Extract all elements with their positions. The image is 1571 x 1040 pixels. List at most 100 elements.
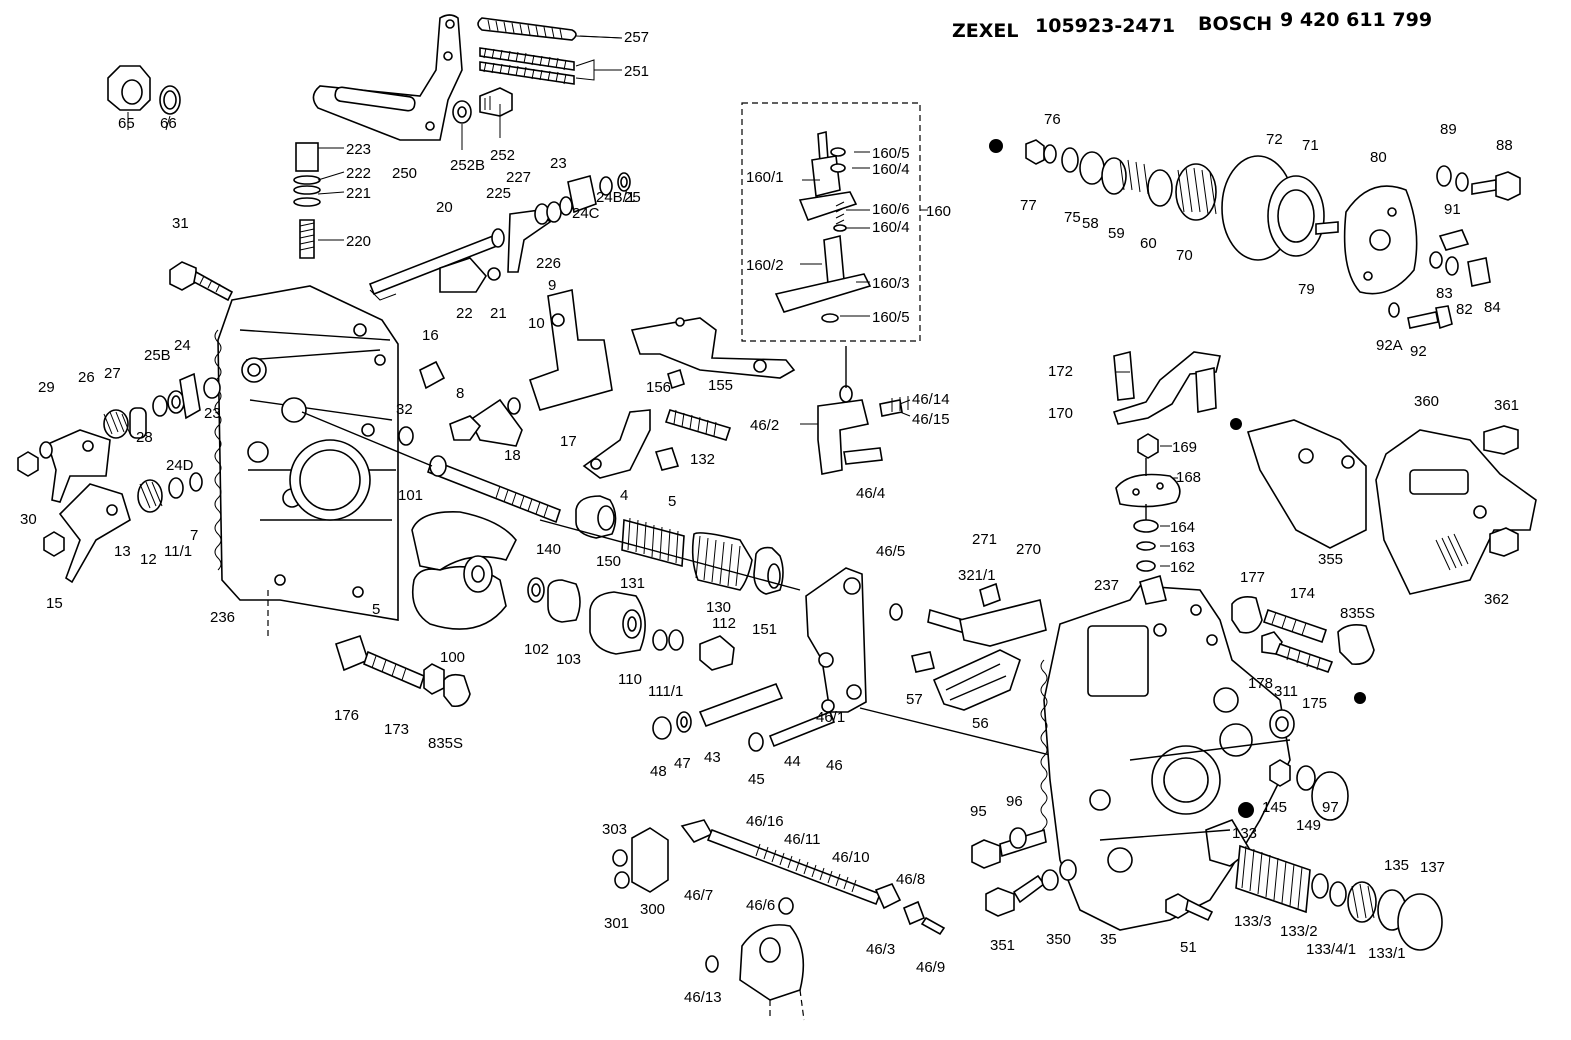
part-label: 362	[1484, 591, 1509, 608]
part-label: 91	[1444, 201, 1461, 218]
part-label: 13	[114, 543, 131, 560]
part-label: 29	[38, 379, 55, 396]
part-label: 12	[140, 551, 157, 568]
part-label: 156	[646, 379, 671, 396]
part-label: 65	[118, 115, 135, 132]
part-label: 270	[1016, 541, 1041, 558]
part-label: 60	[1140, 235, 1157, 252]
bracket-250-icon	[312, 14, 463, 141]
part-label: 89	[1440, 121, 1457, 138]
part-label: 112	[712, 615, 736, 632]
part-label: 8	[456, 385, 464, 402]
part-label: 17	[560, 433, 577, 450]
part-label: 300	[640, 901, 665, 918]
part-label: 350	[1046, 931, 1071, 948]
part-label: 252	[490, 147, 515, 164]
part-label: 24B/1	[596, 189, 635, 206]
housing-237-icon	[1040, 574, 1291, 931]
part-label: 24D	[166, 457, 194, 474]
part-label: 46/5	[876, 543, 905, 560]
part-label: 160/5	[872, 309, 910, 326]
part-label: 160/2	[746, 257, 784, 274]
part-label: 351	[990, 937, 1015, 954]
part-label: 32	[396, 401, 413, 418]
part-label: 92	[1410, 343, 1427, 360]
part-label: 223	[346, 141, 371, 158]
part-label: 75	[1064, 209, 1081, 226]
part-label: 175	[1302, 695, 1327, 712]
part-label: 22	[456, 305, 473, 322]
part-label: 251	[624, 63, 649, 80]
part-label: 46/6	[746, 897, 775, 914]
part-label: 76	[1044, 111, 1061, 128]
part-label: 16	[422, 327, 439, 344]
part-label: 46/3	[866, 941, 895, 958]
part-label: 83	[1436, 285, 1453, 302]
part-label: 43	[704, 749, 721, 766]
part-label: 20	[436, 199, 453, 216]
part-label: 46/7	[684, 887, 713, 904]
part-label: 226	[536, 255, 561, 272]
housing-236-icon	[214, 285, 399, 640]
part-label: 79	[1298, 281, 1315, 298]
part-label: 46/16	[746, 813, 784, 830]
part-label: 28	[136, 429, 153, 446]
part-label: 23	[204, 405, 221, 422]
part-label: 46/9	[916, 959, 945, 976]
part-label: 9	[548, 277, 556, 294]
part-label: 5	[668, 493, 676, 510]
part-label: 102	[524, 641, 549, 658]
part-label: 135	[1384, 857, 1409, 874]
part-label: 21	[490, 305, 507, 322]
part-label: 160/1	[746, 169, 784, 186]
part-label: 46/8	[896, 871, 925, 888]
part-label: 84	[1484, 299, 1501, 316]
part-label: 133	[1232, 825, 1257, 842]
part-label: 44	[784, 753, 801, 770]
part-label: 59	[1108, 225, 1125, 242]
part-label: 170	[1048, 405, 1073, 422]
part-label: 311	[1274, 683, 1298, 700]
part-label: 160/6	[872, 201, 910, 218]
part-label: 70	[1176, 247, 1193, 264]
part-label: 164	[1170, 519, 1195, 536]
part-label: 227	[506, 169, 531, 186]
part-label: 155	[708, 377, 733, 394]
part-label: 361	[1494, 397, 1519, 414]
part-label: 133/4/1	[1306, 941, 1356, 958]
part-label: 46/2	[750, 417, 779, 434]
part-label: 24	[174, 337, 191, 354]
part-label: 303	[602, 821, 627, 838]
part-label: 160/5	[872, 145, 910, 162]
part-label: 31	[172, 215, 189, 232]
part-label: 46/1	[816, 709, 845, 726]
part-label: 271	[972, 531, 997, 548]
part-label: 66	[160, 115, 177, 132]
part-label: 71	[1302, 137, 1319, 154]
part-label: 88	[1496, 137, 1513, 154]
part-label: 321/1	[958, 567, 996, 584]
part-label: 131	[620, 575, 645, 592]
part-label: 133/3	[1234, 913, 1272, 930]
part-label: 133/1	[1368, 945, 1406, 962]
part-label: 46/14	[912, 391, 950, 408]
part-label: 176	[334, 707, 359, 724]
brand-bosch: BOSCH	[1198, 13, 1272, 35]
part-label: 225	[486, 185, 511, 202]
part-label: 51	[1180, 939, 1197, 956]
part-label: 178	[1248, 675, 1273, 692]
part-label: 172	[1048, 363, 1073, 380]
header: ZEXEL 105923-2471 BOSCH 9 420 611 799	[952, 9, 1432, 42]
part-label: 145	[1262, 799, 1287, 816]
part-label: 137	[1420, 859, 1445, 876]
part-label: 236	[210, 609, 235, 626]
part-label: 23	[550, 155, 567, 172]
part-label: 160/4	[872, 161, 910, 178]
part-label: 174	[1290, 585, 1315, 602]
part-label: 15	[46, 595, 63, 612]
part-label: 10	[528, 315, 545, 332]
part-label: 173	[384, 721, 409, 738]
part-label: 237	[1094, 577, 1119, 594]
